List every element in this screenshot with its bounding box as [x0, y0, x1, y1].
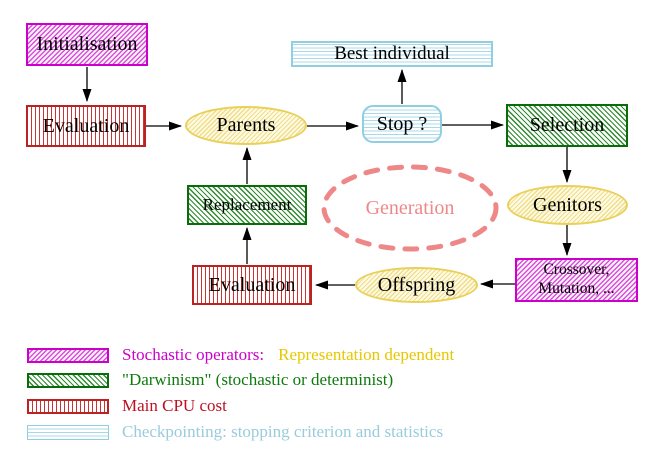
- node-genitors: Genitors: [507, 185, 628, 225]
- legend-darwinism-label: "Darwinism" (stochastic or determinist): [122, 370, 394, 389]
- legend-swatch-cpu: [27, 398, 109, 414]
- legend-swatch-darwinism: [27, 372, 109, 388]
- node-crossover-mutation: Crossover, Mutation, ...: [515, 258, 638, 302]
- node-evaluation-bottom-label: Evaluation: [208, 273, 296, 296]
- node-evaluation-bottom: Evaluation: [192, 265, 312, 305]
- node-replacement-label: Replacement: [202, 195, 292, 214]
- node-parents-label: Parents: [216, 114, 276, 136]
- legend-swatch-checkpointing: [27, 424, 109, 440]
- node-offspring-label: Offspring: [377, 273, 456, 296]
- legend-representation-label: Representation dependent: [278, 345, 455, 364]
- node-stop-label: Stop ?: [376, 112, 428, 135]
- node-selection: Selection: [506, 104, 628, 147]
- node-crossover-line2: Mutation, ...: [538, 280, 615, 297]
- legend-row-stochastic: Stochastic operators: Representation depe…: [27, 345, 454, 365]
- legend-text-stochastic: Stochastic operators: Representation depe…: [122, 345, 454, 365]
- node-parents: Parents: [185, 106, 307, 145]
- node-best-individual-label: Best individual: [334, 43, 450, 64]
- legend-stochastic-label: Stochastic operators:: [122, 345, 265, 364]
- node-replacement: Replacement: [187, 185, 307, 225]
- node-selection-label: Selection: [529, 114, 605, 136]
- node-offspring: Offspring: [355, 267, 478, 303]
- node-stop: Stop ?: [362, 105, 442, 143]
- generation-label: Generation: [340, 196, 480, 220]
- legend-checkpointing-label: Checkpointing: stopping criterion and st…: [122, 422, 444, 441]
- node-best-individual: Best individual: [291, 41, 493, 67]
- node-initialisation-label: Initialisation: [36, 33, 138, 55]
- node-crossover-line1: Crossover,: [543, 261, 610, 279]
- legend-row-checkpointing: Checkpointing: stopping criterion and st…: [27, 422, 444, 441]
- legend-cpu-label: Main CPU cost: [122, 396, 227, 415]
- legend-row-cpu: Main CPU cost: [27, 396, 227, 415]
- node-genitors-label: Genitors: [533, 193, 602, 216]
- node-initialisation: Initialisation: [26, 23, 148, 66]
- node-evaluation-top-label: Evaluation: [42, 114, 130, 137]
- legend-swatch-stochastic: [27, 347, 109, 363]
- node-evaluation-top: Evaluation: [26, 105, 146, 147]
- generation-label-text: Generation: [365, 196, 455, 219]
- legend-row-darwinism: "Darwinism" (stochastic or determinist): [27, 370, 394, 389]
